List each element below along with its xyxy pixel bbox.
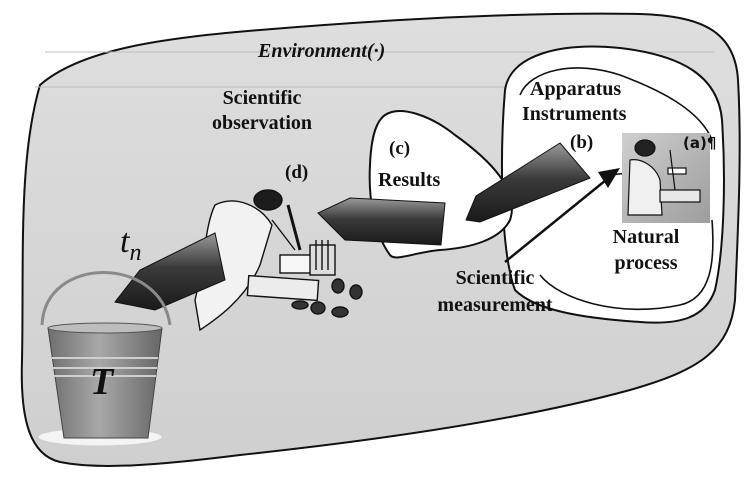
observation-label: Scientific observation	[192, 88, 332, 133]
flask-icons	[291, 278, 363, 318]
natural-process-region	[539, 219, 714, 311]
measurement-line1: Scientific	[455, 267, 535, 289]
measurement-line2: measurement	[437, 294, 553, 316]
natural-process-label: Natural process	[600, 227, 692, 273]
apparatus-tag: (b)	[570, 132, 594, 153]
time-base: t	[120, 223, 130, 260]
apparatus-line2: Instruments	[522, 103, 627, 125]
natural-process-line2: process	[614, 252, 678, 274]
measurement-arrowhead-icon	[598, 168, 620, 188]
observation-tag: (d)	[285, 162, 309, 183]
test-tube-rack-icon	[309, 240, 336, 276]
results-label: Results	[378, 169, 441, 191]
environment-label: Environment(·)	[258, 40, 386, 62]
bucket-icon	[37, 271, 172, 447]
natural-process-line1: Natural	[612, 226, 680, 248]
arrow-d-to-bucket	[114, 232, 226, 311]
arrow-c-to-d	[317, 197, 446, 246]
measurement-label: Scientific measurement	[420, 268, 570, 315]
scientist-small-icon	[627, 139, 701, 216]
bucket-label: T	[90, 361, 114, 403]
results-tag: (c)	[389, 138, 411, 159]
measurement-pointer	[504, 179, 607, 263]
apparatus-line1: Apparatus	[530, 78, 622, 100]
time-label: tn	[120, 225, 141, 265]
observation-line2: observation	[212, 112, 312, 134]
time-subscript: n	[129, 239, 142, 266]
observation-line1: Scientific	[222, 87, 302, 109]
arrow-b-to-c	[465, 142, 591, 223]
apparatus-region	[501, 45, 725, 324]
natural-process-tag: (a)¶	[683, 134, 717, 152]
